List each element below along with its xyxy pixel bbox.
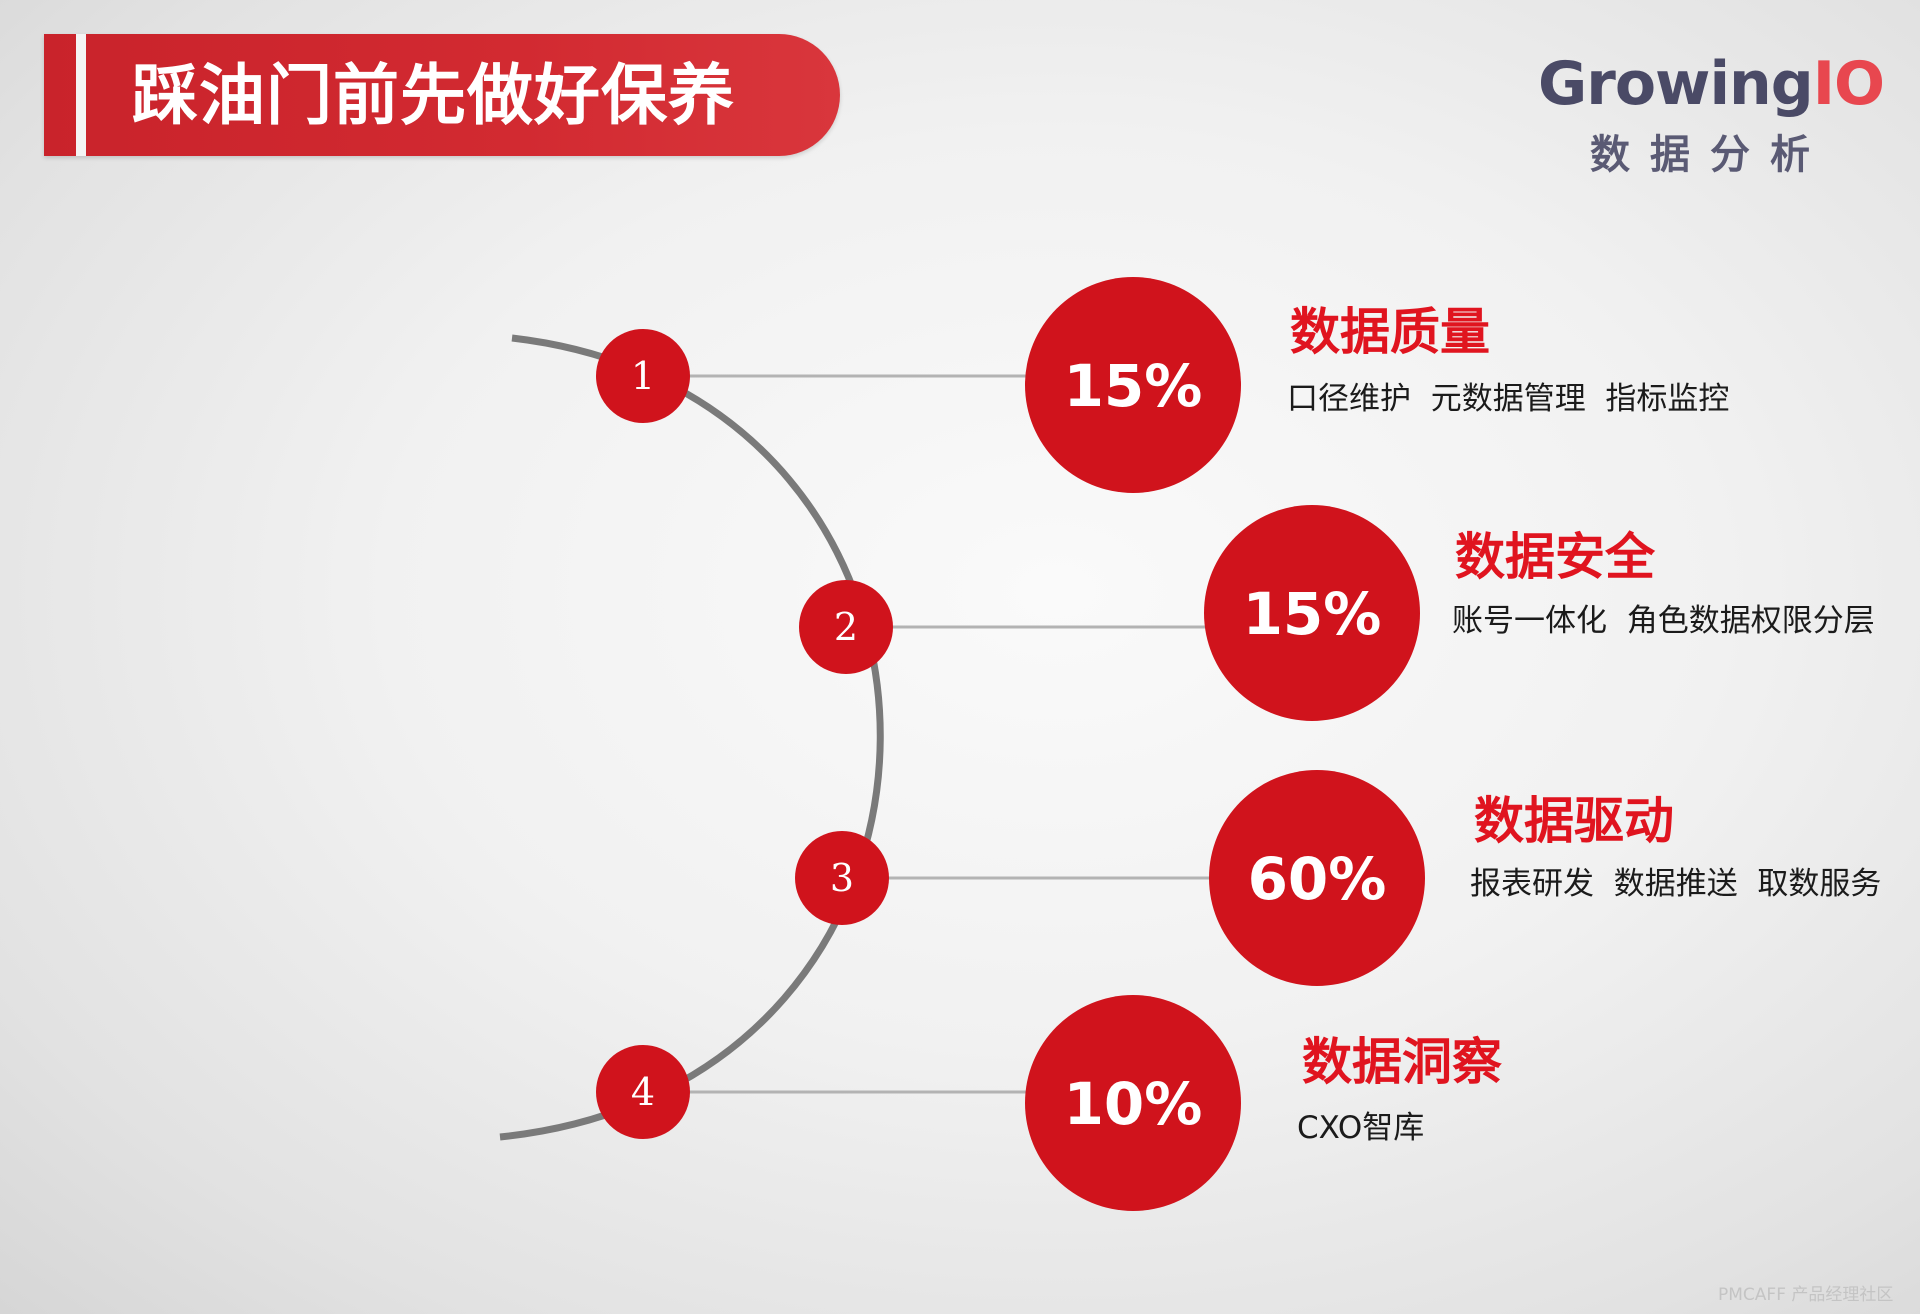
step-description-1: 口径维护 元数据管理 指标监控 (1287, 381, 1730, 417)
connector-lines (643, 374, 1211, 1094)
brand-logo: GrowingIO (1538, 44, 1885, 124)
percent-circle-1 (1025, 277, 1241, 493)
step-number-2: 2 (834, 605, 858, 649)
brand-logo-main: Growing (1538, 49, 1814, 119)
step-title-4: 数据洞察 (1302, 1033, 1502, 1091)
brand-logo-accent: IO (1812, 49, 1885, 119)
step-number-4: 4 (631, 1070, 655, 1114)
brand-subtitle: 数据分析 (1590, 132, 1830, 178)
step-title-3: 数据驱动 (1474, 792, 1674, 850)
percent-label-4: 10% (1064, 1070, 1203, 1138)
step-title-1: 数据质量 (1290, 303, 1490, 361)
step-description-2: 账号一体化 角色数据权限分层 (1452, 603, 1875, 639)
step-marks: 1 15% 2 15% 3 60% 4 10% (596, 277, 1425, 1211)
step-description-4: CXO智库 (1297, 1110, 1425, 1146)
title-banner-stripe (76, 34, 86, 156)
percent-label-1: 15% (1064, 352, 1203, 420)
step-number-circle-1 (596, 329, 690, 423)
watermark: PMCAFF 产品经理社区 (1718, 1285, 1894, 1305)
title-banner (44, 34, 840, 156)
step-description-3: 报表研发 数据推送 取数服务 (1470, 866, 1882, 902)
curved-arc (499, 334, 884, 1141)
slide-title: 踩油门前先做好保养 (132, 57, 735, 134)
percent-circle-3 (1209, 770, 1425, 986)
percent-circle-4 (1025, 995, 1241, 1211)
percent-label-2: 15% (1243, 580, 1382, 648)
step-number-circle-2 (799, 580, 893, 674)
percent-label-3: 60% (1248, 845, 1387, 913)
step-title-2: 数据安全 (1455, 528, 1655, 586)
step-number-1: 1 (631, 354, 655, 398)
step-number-circle-3 (795, 831, 889, 925)
step-number-3: 3 (830, 856, 854, 900)
percent-circle-2 (1204, 505, 1420, 721)
step-number-circle-4 (596, 1045, 690, 1139)
